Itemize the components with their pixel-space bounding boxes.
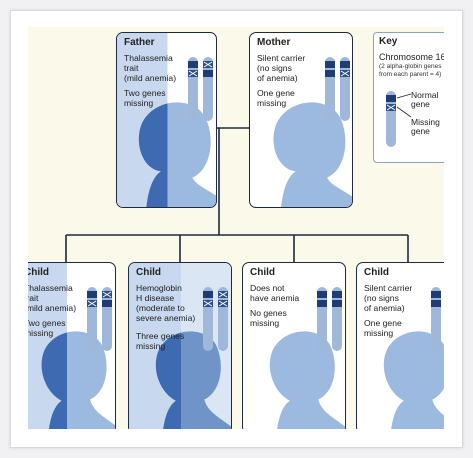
father-missing-genes: Two genes missing xyxy=(124,88,166,108)
pedigree-canvas: Father Thalassemia trait (mild anemia) T… xyxy=(28,27,444,429)
child-2-chromosome-pair-icon xyxy=(203,287,228,351)
child-card-3: Child Does not have anemia No genes miss… xyxy=(242,262,346,429)
mother-title: Mother xyxy=(257,37,291,48)
child-3-missing-genes: No genes missing xyxy=(250,308,287,328)
mother-chromosome-pair-icon xyxy=(325,57,350,121)
child-4-chromosome-pair-icon xyxy=(431,287,441,351)
normal-gene-icon xyxy=(332,291,342,298)
mother-description: Silent carrier (no signs of anemia) xyxy=(257,53,306,83)
child-3-chromosome-pair-icon xyxy=(317,287,342,351)
father-description: Thalassemia trait (mild anemia) xyxy=(124,53,177,83)
normal-gene-icon xyxy=(431,291,441,298)
normal-gene-icon xyxy=(332,300,342,307)
child-1-title: Child xyxy=(28,267,49,278)
child-1-chromosome-pair-icon xyxy=(87,287,112,351)
father-title: Father xyxy=(124,37,155,48)
normal-gene-icon xyxy=(325,61,335,68)
child-card-1: Child Thalassemia trait (mild anemia) Tw… xyxy=(28,262,116,429)
mother-missing-genes: One gene missing xyxy=(257,88,295,108)
father-chromosome-pair-icon xyxy=(188,57,213,121)
normal-gene-icon xyxy=(102,300,112,307)
key-missing-gene-label: Missing gene xyxy=(411,117,440,136)
child-4-description: Silent carrier (no signs of anemia) xyxy=(364,283,413,313)
child-1-missing-genes: Two genes missing xyxy=(28,318,66,338)
normal-gene-icon xyxy=(87,291,97,298)
key-title: Key xyxy=(379,36,398,47)
child-4-silhouette xyxy=(383,331,444,429)
normal-gene-icon xyxy=(203,291,213,298)
child-2-description: Hemoglobin H disease (moderate to severe… xyxy=(136,283,196,323)
normal-gene-icon xyxy=(317,300,327,307)
child-3-description: Does not have anemia xyxy=(250,283,300,303)
child-4-missing-genes: One gene missing xyxy=(364,318,402,338)
normal-gene-icon xyxy=(203,70,213,77)
key-chromosome-note: (2 alpha-globin genes from each parent =… xyxy=(379,63,442,78)
normal-gene-icon xyxy=(317,291,327,298)
child-1-silhouette xyxy=(28,263,115,429)
key-normal-gene-label: Normal gene xyxy=(411,90,439,109)
normal-gene-icon xyxy=(325,70,335,77)
legend-key: Key Chromosome 16 (2 alpha-globin genes … xyxy=(373,32,444,163)
key-chromosome-label: Chromosome 16 xyxy=(379,52,444,62)
mother-card: Mother Silent carrier (no signs of anemi… xyxy=(249,32,353,208)
normal-gene-icon xyxy=(431,300,441,307)
father-silhouette xyxy=(117,33,216,207)
normal-gene-icon xyxy=(340,61,350,68)
key-chromosome-icon xyxy=(386,91,412,147)
child-card-2: Child Hemoglobin H disease (moderate to … xyxy=(128,262,232,429)
normal-gene-icon xyxy=(188,61,198,68)
father-card: Father Thalassemia trait (mild anemia) T… xyxy=(116,32,217,208)
child-2-missing-genes: Three genes missing xyxy=(136,331,185,351)
child-2-title: Child xyxy=(136,267,161,278)
child-4-title: Child xyxy=(364,267,389,278)
child-3-title: Child xyxy=(250,267,275,278)
child-card-4: Child Silent carrier (no signs of anemia… xyxy=(356,262,444,429)
child-1-description: Thalassemia trait (mild anemia) xyxy=(28,283,77,313)
